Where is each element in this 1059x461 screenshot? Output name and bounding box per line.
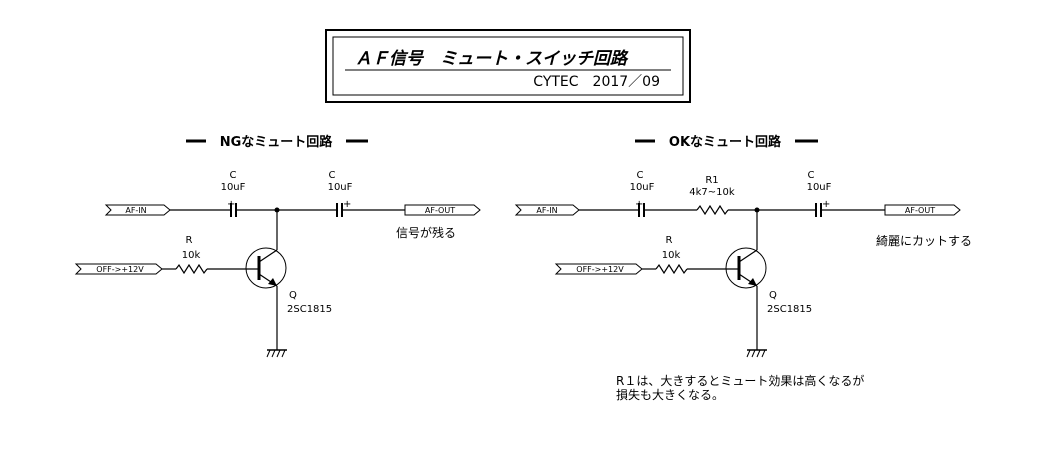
svg-text:+: + [343,199,351,210]
ok-af-in-port: AF-IN [514,204,580,216]
ng-af-out-port: AF-OUT [404,204,481,216]
svg-text:+: + [635,199,643,210]
ng-af-in-label: AF-IN [125,206,146,215]
ng-c1-value: 10uF [221,182,246,193]
ng-heading: NGなミュート回路 [186,134,368,150]
ng-q-name: Q [289,290,297,301]
ok-c1-value: 10uF [630,182,655,193]
svg-text:+: + [227,199,235,210]
ng-c2-name: C [329,170,336,181]
ok-ground-symbol [746,349,767,358]
ng-q-part: 2SC1815 [287,304,332,315]
ok-r-value: 10k [662,250,681,261]
ok-af-out-port: AF-OUT [884,204,961,216]
title-main: ＡＦ信号 ミュート・スイッチ回路 [355,49,629,69]
ng-note: 信号が残る [396,225,456,240]
ng-r-value: 10k [182,250,201,261]
ok-q-name: Q [769,290,777,301]
ok-resistor: R 10k [655,235,688,275]
ok-ctrl-port: OFF->+12V [554,263,643,275]
ok-af-out-label: AF-OUT [905,206,935,215]
ok-note: 綺麗にカットする [876,233,972,248]
ok-c2-name: C [808,170,815,181]
footnote: R１は、大きするとミュート効果は高くなるが 損失も大きくなる。 [616,373,864,402]
ng-circuit: NGなミュート回路 AF-IN + C 10uF + C 10uF [74,134,481,358]
ng-ground-symbol [266,349,287,358]
footnote-line-2: 損失も大きくなる。 [616,387,724,402]
ok-heading: OKなミュート回路 [635,134,818,150]
ok-c1-name: C [637,170,644,181]
ng-ctrl-port: OFF->+12V [74,263,163,275]
ng-c1-name: C [230,170,237,181]
ng-af-in-port: AF-IN [104,204,171,216]
ng-resistor: R 10k [175,235,208,275]
ok-transistor: Q 2SC1815 [725,247,812,315]
ng-r-name: R [186,235,193,246]
ok-r1-name: R1 [705,175,718,186]
title-sub: CYTEC 2017／09 [533,74,660,90]
svg-text:+: + [822,199,830,210]
ok-c2-value: 10uF [807,182,832,193]
ok-r1-value: 4k7~10k [689,187,735,198]
ok-af-in-label: AF-IN [536,206,557,215]
ng-heading-text: NGなミュート回路 [220,134,334,150]
ok-ctrl-label: OFF->+12V [576,265,624,274]
ng-ctrl-label: OFF->+12V [96,265,144,274]
ok-circuit: OKなミュート回路 AF-IN + C 10uF R1 4k7~10k [514,134,972,358]
ok-q-part: 2SC1815 [767,304,812,315]
title-block: ＡＦ信号 ミュート・スイッチ回路 CYTEC 2017／09 [325,29,691,103]
ok-series-resistor: R1 4k7~10k [689,175,735,216]
ng-transistor: Q 2SC1815 [245,247,332,315]
ok-r-name: R [666,235,673,246]
ng-af-out-label: AF-OUT [425,206,455,215]
ng-c2-value: 10uF [328,182,353,193]
footnote-line-1: R１は、大きするとミュート効果は高くなるが [616,373,864,388]
ok-heading-text: OKなミュート回路 [669,134,782,150]
